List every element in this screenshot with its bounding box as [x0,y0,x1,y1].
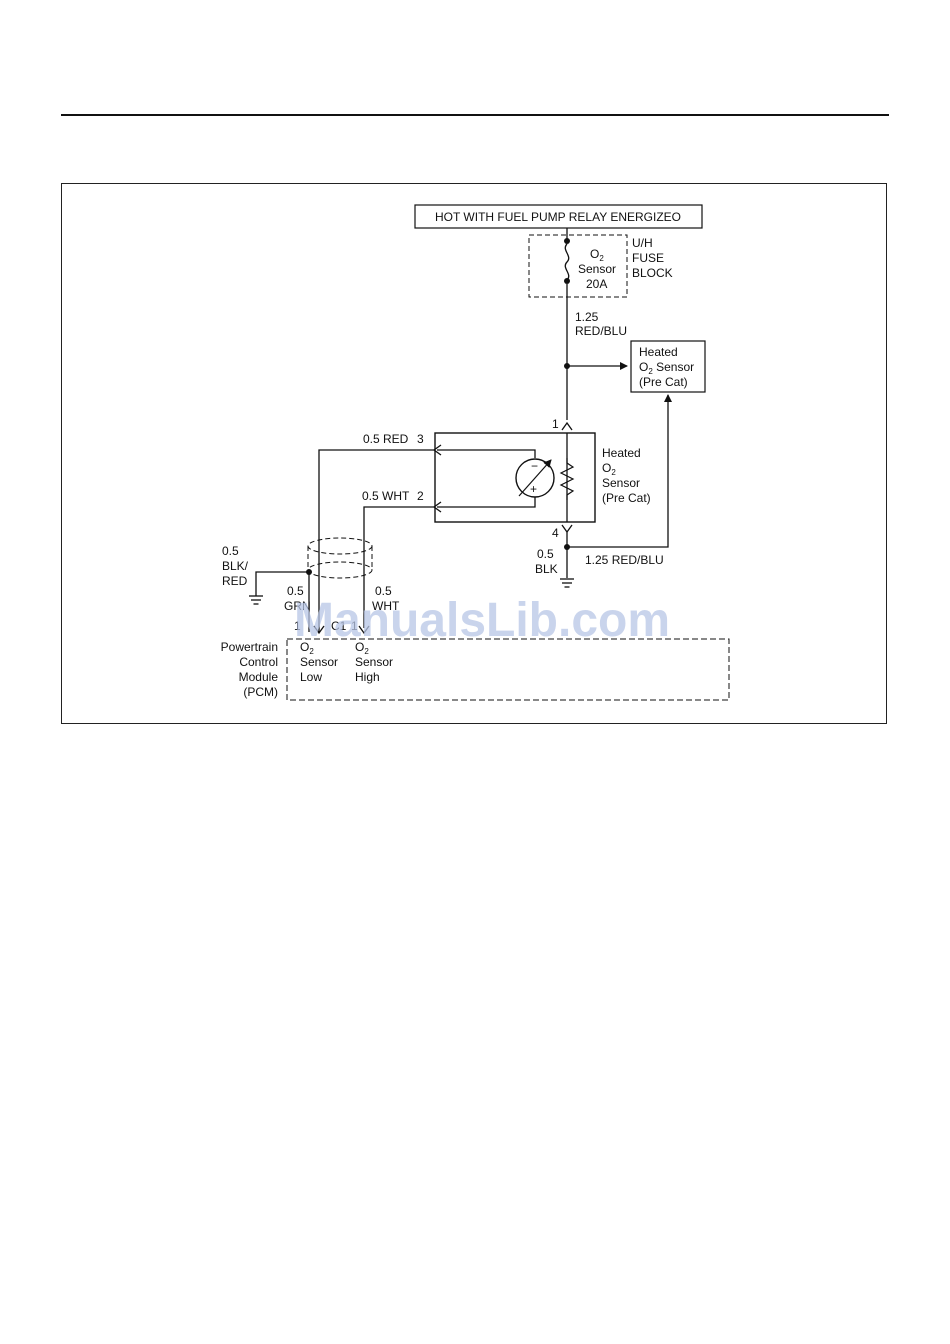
pcm-label-1: Powertrain [221,640,278,654]
red-wire-label: 0.5 RED [363,432,409,446]
white-wire-label: 0.5 WHT [362,489,410,503]
pin-3-label: 3 [417,432,424,446]
feed-wire-gauge: 1.25 [575,310,599,324]
heater-box-line2: O2 Sensor [639,360,694,376]
wire-shield-icon [308,538,372,578]
sensor-label-line2: O2 [602,461,616,477]
return-wire [567,395,668,547]
sensor-minus-sign: − [531,459,538,473]
fuse-terminal-top [564,238,570,244]
fuse-label-line3: 20A [586,277,607,291]
ground-wire-gauge: 0.5 [537,547,554,561]
pcm-label-4: (PCM) [243,685,278,699]
fuse-block-label-2: FUSE [632,251,664,265]
pcm-label-3: Module [239,670,279,684]
pcm-label-2: Control [239,655,278,669]
pcm-box [287,639,729,700]
sensor-return-line [437,497,535,507]
fuse-icon [565,244,568,280]
pcm-low-line3: Low [300,670,322,684]
return-wire-label: 1.25 RED/BLU [585,553,664,567]
pcm-high-line3: High [355,670,380,684]
sensor-label-line4: (Pre Cat) [602,491,651,505]
fuse-label-line1: O2 [590,247,604,263]
sensor-label-line1: Heated [602,446,641,460]
pin-2-label: 2 [417,489,424,503]
shield-ground-icon [249,596,263,604]
pin-4-label: 4 [552,526,559,540]
shield-wire-color-2: RED [222,574,248,588]
pcm-low-line2: Sensor [300,655,338,669]
watermark: ManualsLib.com [294,594,670,647]
ground-wire-color: BLK [535,562,558,576]
fuse-terminal-bottom [564,278,570,284]
fuse-block-label-3: BLOCK [632,266,673,280]
heater-box-line3: (Pre Cat) [639,375,688,389]
fuse-block-label-1: U/H [632,236,653,250]
sensor-signal-line [437,450,535,458]
sensor-plus-sign: + [530,482,537,496]
pcm-high-line2: Sensor [355,655,393,669]
shield-wire-gauge: 0.5 [222,544,239,558]
feed-wire-color: RED/BLU [575,324,627,338]
connector-pin-4 [562,525,572,532]
heater-box-line1: Heated [639,345,678,359]
ground-symbol-icon [560,579,574,587]
fuse-label-line2: Sensor [578,262,616,276]
connector-pin-1 [562,423,572,430]
pin-1-label: 1 [552,417,559,431]
shield-wire-color-1: BLK/ [222,559,249,573]
sensor-label-line3: Sensor [602,476,640,490]
power-source-label: HOT WITH FUEL PUMP RELAY ENERGIZEO [435,210,681,224]
